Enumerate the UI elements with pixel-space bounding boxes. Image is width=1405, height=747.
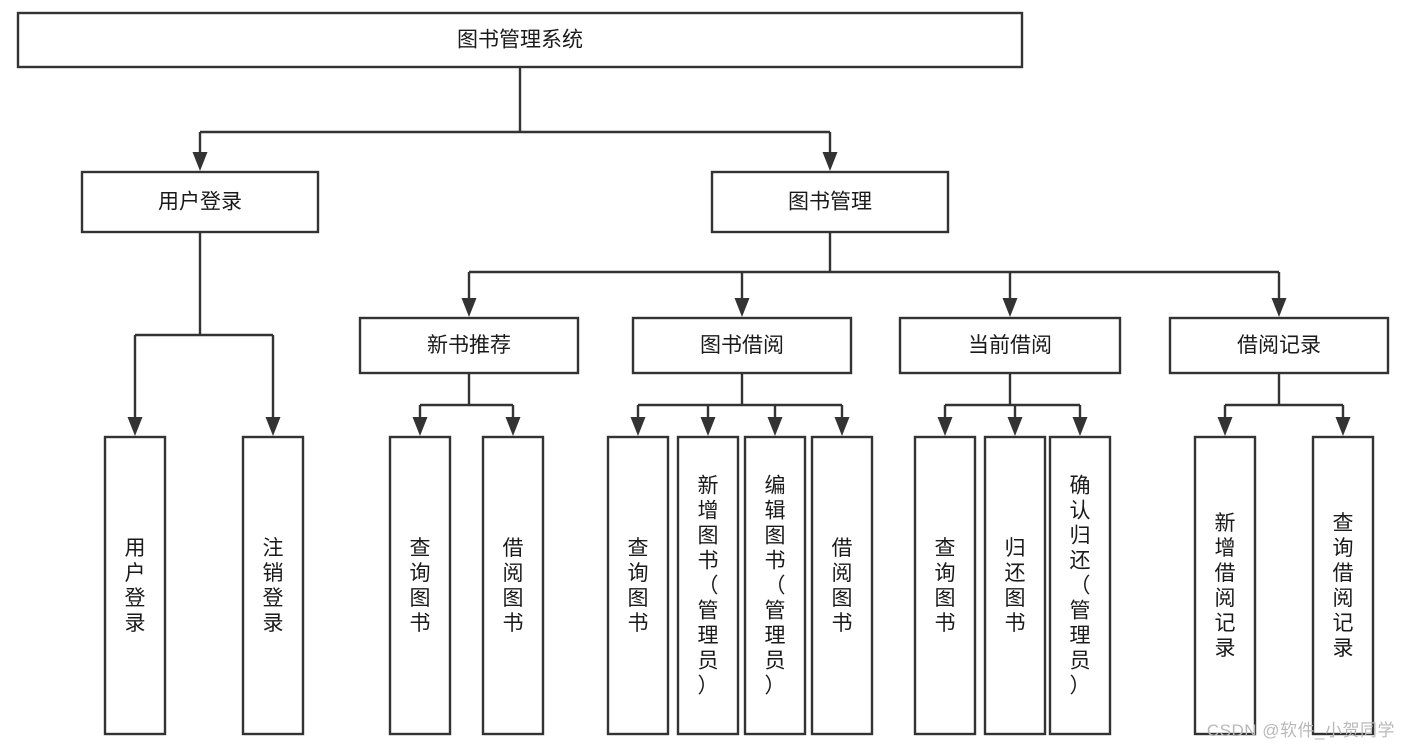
arrow-head-icon <box>1217 417 1233 436</box>
node-label: 新增借阅记录 <box>1215 512 1236 660</box>
node-leaf-borrow-book-rec[interactable]: 借阅图书 <box>481 435 545 736</box>
node-label: 用户登录 <box>158 191 242 214</box>
node-label: 查询图书 <box>628 537 649 635</box>
node-label: 注销登录 <box>263 537 284 635</box>
node-box <box>631 316 853 375</box>
node-label: 归还图书 <box>1005 537 1026 635</box>
node-label: 新增图书（管理员） <box>698 475 719 698</box>
node-box <box>358 316 580 375</box>
arrow-head-icon <box>937 417 953 436</box>
arrow-head-icon <box>834 417 850 436</box>
node-borrow-record[interactable]: 借阅记录 <box>1168 316 1390 375</box>
arrow-head-icon <box>1271 298 1287 317</box>
node-label: 借阅图书 <box>503 537 524 635</box>
node-leaf-return-book[interactable]: 归还图书 <box>983 435 1047 736</box>
node-leaf-edit-book[interactable]: 编辑图书（管理员） <box>743 435 807 736</box>
arrow-head-icon <box>630 417 646 436</box>
nodes-layer: 图书管理系统用户登录图书管理新书推荐图书借阅当前借阅借阅记录用户登录注销登录查询… <box>16 11 1390 736</box>
node-book-manage[interactable]: 图书管理 <box>710 170 950 234</box>
node-box <box>1048 435 1112 736</box>
node-label: 图书管理 <box>788 191 872 214</box>
node-box <box>743 435 807 736</box>
node-leaf-add-book[interactable]: 新增图书（管理员） <box>676 435 740 736</box>
node-current-borrow[interactable]: 当前借阅 <box>898 316 1122 375</box>
node-box <box>1193 435 1257 736</box>
node-box <box>983 435 1047 736</box>
node-box <box>1168 316 1390 375</box>
node-box <box>898 316 1122 375</box>
arrow-head-icon <box>1335 417 1351 436</box>
node-box <box>810 435 874 736</box>
node-label: 编辑图书（管理员） <box>765 475 786 698</box>
arrow-head-icon <box>412 417 428 436</box>
node-box <box>606 435 670 736</box>
node-label: 当前借阅 <box>968 334 1052 357</box>
node-leaf-borrow-book[interactable]: 借阅图书 <box>810 435 874 736</box>
watermark-label: CSDN @软件_小贺同学 <box>1206 721 1395 740</box>
node-label: 借阅图书 <box>832 537 853 635</box>
arrow-head-icon <box>1002 298 1018 317</box>
node-box <box>103 435 167 736</box>
node-root[interactable]: 图书管理系统 <box>16 11 1024 69</box>
node-leaf-query-book-borrow[interactable]: 查询图书 <box>606 435 670 736</box>
node-leaf-confirm-return[interactable]: 确认归还（管理员） <box>1048 435 1112 736</box>
node-box <box>481 435 545 736</box>
arrow-head-icon <box>1007 417 1023 436</box>
node-label: 查询图书 <box>410 537 431 635</box>
node-book-borrow[interactable]: 图书借阅 <box>631 316 853 375</box>
node-box <box>676 435 740 736</box>
node-leaf-query-book-cur[interactable]: 查询图书 <box>913 435 977 736</box>
node-box <box>80 170 320 234</box>
node-user-login[interactable]: 用户登录 <box>80 170 320 234</box>
arrow-head-icon <box>767 417 783 436</box>
arrow-head-icon <box>461 298 477 317</box>
arrow-head-icon <box>734 298 750 317</box>
node-label: 查询借阅记录 <box>1333 512 1354 660</box>
node-leaf-add-record[interactable]: 新增借阅记录 <box>1193 435 1257 736</box>
arrow-head-icon <box>1072 417 1088 436</box>
arrow-head-icon <box>265 417 281 436</box>
node-label: 查询图书 <box>935 537 956 635</box>
node-box <box>241 435 305 736</box>
node-label: 借阅记录 <box>1237 334 1321 357</box>
node-leaf-logout[interactable]: 注销登录 <box>241 435 305 736</box>
node-leaf-query-book-rec[interactable]: 查询图书 <box>388 435 452 736</box>
node-box <box>16 11 1024 69</box>
node-label: 用户登录 <box>125 537 146 635</box>
node-label: 图书借阅 <box>700 334 784 357</box>
arrow-head-icon <box>127 417 143 436</box>
arrow-head-icon <box>192 152 208 171</box>
node-box <box>710 170 950 234</box>
node-box <box>1311 435 1375 736</box>
node-new-book-recommend[interactable]: 新书推荐 <box>358 316 580 375</box>
arrow-head-icon <box>505 417 521 436</box>
edges-layer <box>127 67 1351 436</box>
node-label: 新书推荐 <box>427 334 511 357</box>
node-box <box>388 435 452 736</box>
node-label: 图书管理系统 <box>457 29 583 52</box>
node-leaf-user-login[interactable]: 用户登录 <box>103 435 167 736</box>
arrow-head-icon <box>700 417 716 436</box>
arrow-head-icon <box>822 152 838 171</box>
node-leaf-query-record[interactable]: 查询借阅记录 <box>1311 435 1375 736</box>
node-label: 确认归还（管理员） <box>1070 475 1091 698</box>
node-box <box>913 435 977 736</box>
